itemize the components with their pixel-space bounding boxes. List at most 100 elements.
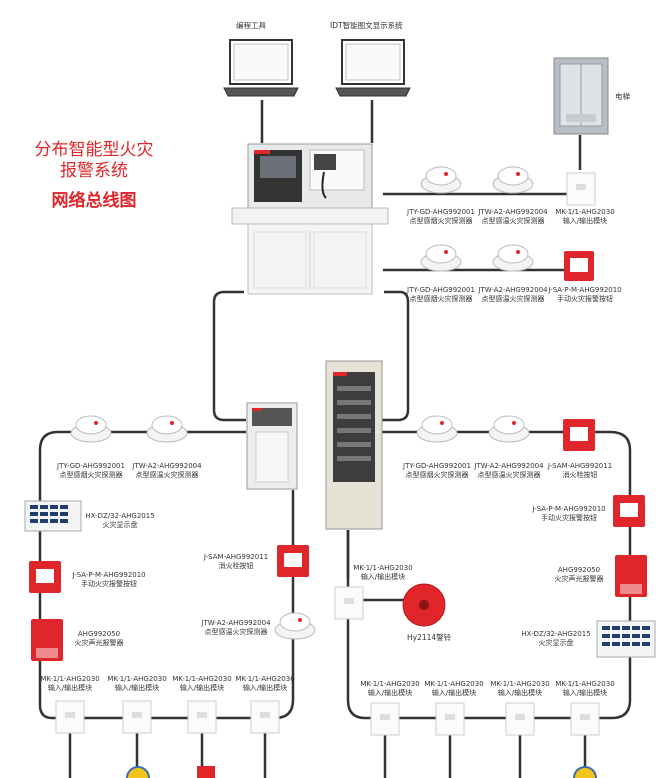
label-heat-4a: JTW-A2-AHG992004 (201, 619, 271, 627)
label-alarm-1b: 火灾声光报警器 (74, 639, 124, 647)
label-io-6b: 输入/输出模块 (360, 573, 406, 581)
label-smoke-3a: JTY-GD-AHG992001 (57, 462, 125, 470)
label-heat-3b: 点型感温火灾探测器 (135, 471, 199, 479)
heat-detector-icon (488, 415, 530, 443)
label-io-7b: 输入/输出模块 (367, 689, 413, 697)
alarm-bell-icon (402, 583, 446, 627)
label-heat-1a: JTW-A2-AHG992004 (478, 208, 548, 216)
heat-detector-icon (274, 612, 316, 640)
label-manual-2b: 手动火灾报警按钮 (81, 580, 137, 588)
diagram-title-line2: 报警系统 (60, 161, 128, 181)
label-io-4b: 输入/输出模块 (179, 684, 225, 692)
label-manual-1b: 手动火灾报警按钮 (557, 295, 613, 303)
label-smoke-4b: 点型感烟火灾探测器 (405, 471, 469, 479)
io-module-icon (570, 702, 600, 736)
manual-alarm-button-icon (613, 495, 645, 527)
label-alarm-2a: AHG992050 (557, 566, 601, 574)
io-module-icon (566, 172, 596, 206)
label-io-9b: 输入/输出模块 (497, 689, 543, 697)
fire-display-panel-icon (24, 500, 82, 532)
diagram-title-line1: 分布智能型火灾 (34, 140, 154, 160)
label-io-5b: 输入/输出模块 (242, 684, 288, 692)
sound-light-alarm-icon (615, 555, 647, 597)
diagram-title-line3: 网络总线图 (51, 191, 137, 211)
label-io-4a: MK-1/1-AHG2030 (172, 675, 232, 683)
label-io-8a: MK-1/1-AHG2030 (424, 680, 484, 688)
label-io-9a: MK-1/1-AHG2030 (490, 680, 550, 688)
display-system-laptop-icon (335, 39, 411, 97)
bell-label: Hy2114警铃 (407, 633, 452, 642)
label-smoke-1b: 点型感烟火灾探测器 (409, 217, 473, 225)
label-io-10a: MK-1/1-AHG2030 (555, 680, 615, 688)
display-system-label: IDT智能图文显示系统 (330, 21, 403, 30)
programming-laptop-icon (223, 39, 299, 97)
label-io-3a: MK-1/1-AHG2030 (107, 675, 167, 683)
io-module-icon (187, 700, 217, 734)
label-io-2a: MK-1/1-AHG2030 (40, 675, 100, 683)
field-device-icon (197, 766, 215, 778)
label-io-3b: 输入/输出模块 (114, 684, 160, 692)
label-smoke-2a: JTY-GD-AHG992001 (407, 286, 475, 294)
label-manual-2a: J-SA-P-M-AHG992010 (72, 571, 146, 579)
programming-tool-label: 编程工具 (236, 21, 266, 30)
label-manual-3a: J-SA-P-M-AHG992010 (532, 505, 606, 513)
label-io-1a: MK-1/1-AHG2030 (555, 208, 615, 216)
hydrant-button-icon (277, 545, 309, 577)
label-hydrant-1b: 消火栓按钮 (218, 562, 254, 570)
label-alarm-2b: 火灾声光报警器 (554, 575, 604, 583)
fire-display-panel-icon (596, 620, 656, 658)
smoke-detector-icon (420, 166, 462, 194)
label-display-1b: 火灾显示盘 (102, 521, 138, 529)
fire-control-console (231, 143, 389, 295)
label-manual-3b: 手动火灾报警按钮 (541, 514, 597, 522)
io-module-icon (55, 700, 85, 734)
smoke-detector-icon (420, 244, 462, 272)
label-io-7a: MK-1/1-AHG2030 (360, 680, 420, 688)
sound-light-alarm-icon (31, 619, 63, 661)
label-heat-1b: 点型感温火灾探测器 (481, 217, 545, 225)
field-device-icon (573, 766, 597, 778)
label-hydrant-1a: J-SAM-AHG992011 (203, 553, 269, 561)
network-controller (246, 402, 298, 490)
heat-detector-icon (146, 415, 188, 443)
label-heat-2b: 点型感温火灾探测器 (481, 295, 545, 303)
smoke-detector-icon (70, 415, 112, 443)
label-display-2a: HX-DZ/32-AHG2015 (521, 630, 591, 638)
smoke-detector-icon (416, 415, 458, 443)
label-heat-4b: 点型感温火灾探测器 (204, 628, 268, 636)
label-heat-5b: 点型感温火灾探测器 (477, 471, 541, 479)
label-manual-1a: J-SA-P-M-AHG992010 (548, 286, 622, 294)
label-hydrant-2a: J-SAM-AHG992011 (547, 462, 613, 470)
hydrant-button-icon (563, 419, 595, 451)
elevator-label: 电梯 (615, 92, 630, 101)
io-module-icon (334, 586, 364, 620)
elevator-icon (553, 57, 609, 135)
label-smoke-1a: JTY-GD-AHG992001 (407, 208, 475, 216)
io-module-icon (122, 700, 152, 734)
label-io-5a: MK-1/1-AHG2030 (235, 675, 295, 683)
io-module-icon (435, 702, 465, 736)
label-io-6a: MK-1/1-AHG2030 (353, 564, 413, 572)
heat-detector-icon (492, 166, 534, 194)
control-cabinet (325, 360, 383, 530)
label-hydrant-2b: 消火栓按钮 (562, 471, 598, 479)
manual-alarm-button-icon (564, 251, 594, 281)
label-io-8b: 输入/输出模块 (431, 689, 477, 697)
label-smoke-2b: 点型感烟火灾探测器 (409, 295, 473, 303)
manual-alarm-button-icon (29, 561, 61, 593)
label-io-2b: 输入/输出模块 (47, 684, 93, 692)
label-io-1b: 输入/输出模块 (562, 217, 608, 225)
label-heat-2a: JTW-A2-AHG992004 (478, 286, 548, 294)
label-display-2b: 火灾显示盘 (538, 639, 574, 647)
io-module-icon (370, 702, 400, 736)
heat-detector-icon (492, 244, 534, 272)
field-device-icon (126, 766, 150, 778)
label-smoke-3b: 点型感烟火灾探测器 (59, 471, 123, 479)
label-alarm-1a: AHG992050 (77, 630, 121, 638)
label-io-10b: 输入/输出模块 (562, 689, 608, 697)
label-heat-3a: JTW-A2-AHG992004 (132, 462, 202, 470)
label-smoke-4a: JTY-GD-AHG992001 (403, 462, 471, 470)
io-module-icon (250, 700, 280, 734)
io-module-icon (505, 702, 535, 736)
